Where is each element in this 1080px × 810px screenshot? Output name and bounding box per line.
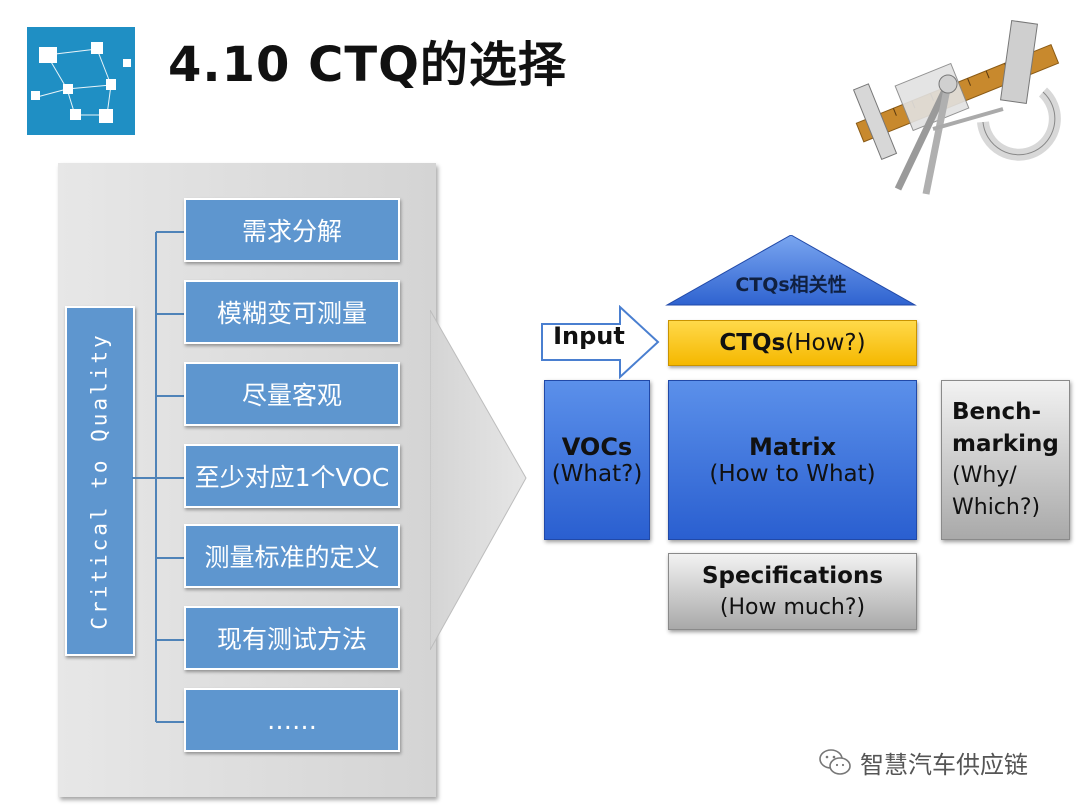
item-requirement-decomposition: 需求分解	[184, 198, 400, 262]
benchmarking-box: Bench- marking (Why/ Which?)	[941, 380, 1070, 540]
watermark-text: 智慧汽车供应链	[860, 750, 1028, 779]
item-objective: 尽量客观	[184, 362, 400, 426]
bench-subtitle-2: Which?)	[952, 495, 1041, 520]
vocs-subtitle: (What?)	[551, 461, 643, 487]
critical-to-quality-label: Critical to Quality	[65, 306, 135, 656]
specs-title: Specifications	[701, 562, 884, 589]
roof-label: CTQs相关性	[735, 274, 847, 296]
bench-subtitle-1: (Why/	[952, 463, 1017, 488]
bench-title-2: marking	[952, 431, 1059, 457]
input-label: Input	[553, 322, 625, 350]
logo-network-icon	[27, 27, 135, 135]
vocs-box: VOCs (What?)	[544, 380, 650, 540]
item-ellipsis: ……	[184, 688, 400, 752]
vocs-title: VOCs	[561, 433, 633, 461]
correlation-roof	[665, 235, 917, 306]
item-existing-test-methods: 现有测试方法	[184, 606, 400, 670]
specs-subtitle: (How much?)	[719, 594, 866, 620]
item-map-to-voc: 至少对应1个VOC	[184, 444, 400, 508]
specifications-box: Specifications (How much?)	[668, 553, 917, 630]
ctqs-box: CTQs(How?)	[668, 320, 917, 366]
measuring-tools-icon	[838, 14, 1068, 204]
ctqs-normal: (How?)	[785, 330, 866, 356]
bench-title-1: Bench-	[952, 399, 1042, 425]
big-arrow-icon	[430, 310, 527, 650]
input-arrow-icon	[541, 305, 660, 379]
page-title: 4.10 CTQ的选择	[168, 37, 567, 93]
matrix-subtitle: (How to What)	[709, 461, 876, 487]
matrix-title: Matrix	[748, 433, 837, 461]
item-fuzzy-to-measurable: 模糊变可测量	[184, 280, 400, 344]
tree-connectors	[132, 231, 184, 723]
wechat-icon	[819, 749, 851, 775]
ctqs-bold: CTQs	[719, 330, 786, 356]
vertical-label-text: Critical to Quality	[88, 332, 112, 630]
matrix-box: Matrix (How to What)	[668, 380, 917, 540]
item-measurement-standard: 测量标准的定义	[184, 524, 400, 588]
watermark: 智慧汽车供应链	[818, 744, 1028, 780]
